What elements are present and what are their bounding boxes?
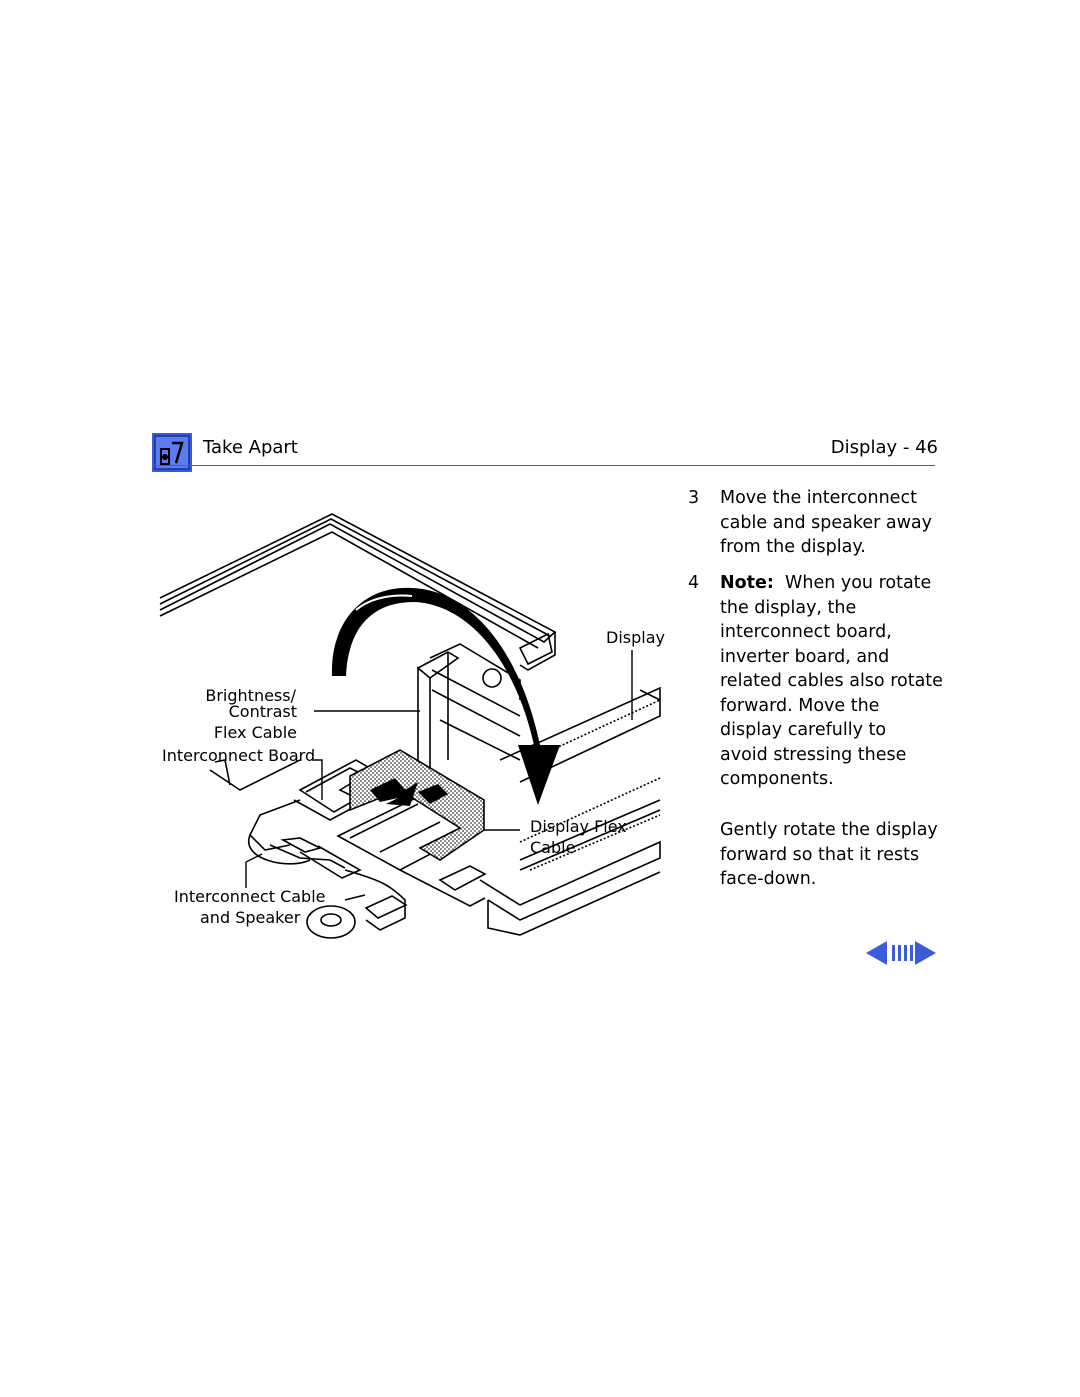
note-label: Note: [720,573,774,593]
label-brightness-1: Brightness/ [205,686,296,705]
next-page-button[interactable] [914,940,936,966]
step-4-line: interconnect board, [720,622,892,642]
page-number: Display - 46 [830,437,938,458]
step-3-number: 3 [688,488,700,508]
step-4-extra-line: Gently rotate the display [720,820,938,840]
label-brightness-3: Flex Cable [213,723,297,742]
step-4-text: Note: When you rotate the display, the i… [720,571,960,792]
step-4-line: components. [720,769,834,789]
label-interconnect-cable-1: Interconnect Cable [174,887,326,906]
step-4-extra-line: forward so that it rests [720,844,920,865]
step-3-line: cable and speaker away [720,512,932,533]
previous-page-button[interactable] [866,940,888,966]
header-rule [153,465,935,466]
section-icon [152,433,192,472]
step-3-line: from the display. [720,537,866,557]
index-button[interactable] [890,940,914,966]
label-display-flex-1: Display Flex [530,817,627,836]
step-4-line: forward. Move the [720,695,880,716]
label-display-flex-2: Cable [530,838,576,857]
step-4-line: display carefully to [720,720,887,740]
note-first: When you rotate [785,573,932,593]
toolbox-screwdriver-icon [152,433,192,472]
step-4-number: 4 [688,573,700,593]
section-title: Take Apart [203,437,298,458]
label-brightness-2: Contrast [228,702,297,721]
label-display: Display [606,628,665,647]
step-4-line: avoid stressing these [720,744,907,765]
label-interconnect-board: Interconnect Board [162,746,316,765]
label-interconnect-cable-2: and Speaker [200,908,301,927]
step-4-line: inverter board, and [720,646,890,667]
step-4-first-line: Note: When you rotate [720,571,960,596]
step-3-text: Move the interconnect cable and speaker … [720,486,960,560]
step-3-line: Move the interconnect [720,488,917,508]
step-4-line: related cables also rotate [720,671,943,691]
step-4-line: the display, the [720,597,857,618]
step-4-extra-line: face-down. [720,869,817,889]
step-4-extra: Gently rotate the display forward so tha… [720,818,960,892]
